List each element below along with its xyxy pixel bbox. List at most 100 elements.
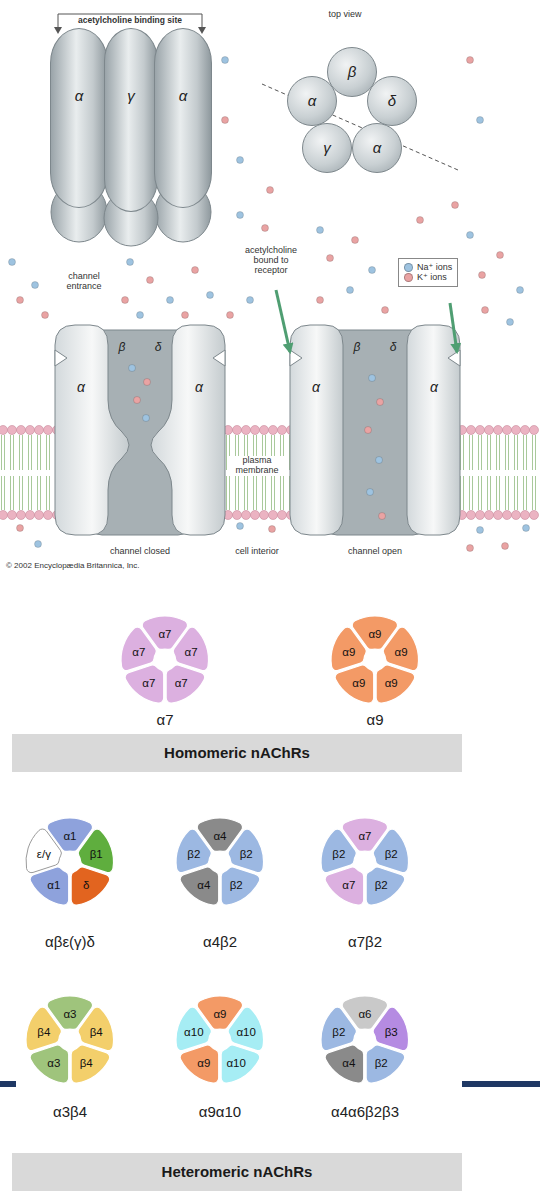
lipid-tail [13, 476, 14, 510]
text-holder: δ [368, 77, 416, 125]
ion [517, 287, 524, 294]
ion [267, 187, 274, 194]
ion [222, 117, 229, 124]
wedge-shape [221, 1045, 260, 1083]
lipid-tail [472, 476, 473, 510]
text-holder: δ [83, 875, 89, 893]
node-text: β4 [90, 1026, 103, 1038]
lipid-tail [499, 435, 500, 470]
lipid-head [467, 426, 476, 435]
ion [207, 292, 214, 299]
acetylcholine-arrow [276, 290, 290, 352]
lipid-head [260, 511, 269, 520]
part-label: β [354, 341, 361, 354]
wedge-shape [376, 665, 415, 703]
node-text: α9α10 [199, 1103, 241, 1120]
receptor-rosette: α7α7α7α7α7α7 [115, 614, 215, 734]
ion [237, 212, 244, 219]
wedge-shape [366, 867, 405, 905]
ion [477, 527, 484, 534]
ion [127, 259, 134, 266]
node-text: β4 [80, 1057, 93, 1069]
text-holder: ε/γ [37, 844, 51, 862]
label-holder: acetylcholine binding site [75, 9, 185, 27]
wedge-shape [176, 829, 211, 873]
channel-subunit [290, 325, 343, 535]
lipid-tail [235, 476, 236, 510]
channel-subunit [407, 325, 460, 535]
text-holder: β2 [240, 844, 253, 862]
subunit-wedge: β4 [68, 1041, 114, 1086]
text-holder: α4 [342, 1053, 355, 1071]
wedge-shape [30, 867, 69, 905]
ion [247, 297, 254, 304]
legend-box: Na⁺ ionsK⁺ ions [398, 258, 458, 287]
lipid-tail [523, 435, 524, 470]
subunit-wedge: α7 [119, 622, 161, 675]
lipid-tail [256, 476, 257, 510]
part-label: acetylcholine bound to receptor [236, 246, 306, 276]
text-holder: α [288, 77, 336, 125]
lipid-tail [280, 476, 281, 510]
lipid-tail [496, 435, 497, 470]
ion [467, 545, 474, 552]
lipid-tail [238, 476, 239, 510]
lipid-tail [31, 435, 32, 470]
node-text: α4α6β2β3 [331, 1103, 399, 1120]
lipid-head [503, 426, 512, 435]
lipid-tail [46, 476, 47, 510]
node-text: α9 [213, 1008, 226, 1020]
lipid-head [278, 511, 287, 520]
text-holder: β2 [375, 875, 388, 893]
slide-bar [0, 1081, 16, 1087]
node-text: α3β4 [53, 1103, 87, 1120]
text-holder: α9 [368, 624, 381, 642]
lipid-tail [496, 476, 497, 510]
text-holder: α [155, 87, 211, 105]
ion [143, 415, 150, 422]
wedge-shape [384, 627, 419, 671]
lipid-tail [31, 476, 32, 510]
lipid-tail [10, 435, 11, 470]
lipid-head [512, 511, 521, 520]
lipid-tail [262, 476, 263, 510]
label-holder: channel entrance [58, 272, 110, 293]
node-text: β2 [375, 1057, 388, 1069]
wedge-shape [79, 829, 114, 873]
part-label: channel entrance [58, 272, 110, 292]
label-holder: © 2002 Encyclopædia Britannica, Inc. [6, 554, 140, 572]
text-holder: α10 [226, 1053, 245, 1071]
subunit-wedge: β2 [363, 863, 409, 908]
category-band: Homomeric nAChRs [12, 734, 462, 772]
lipid-tail [244, 476, 245, 510]
node-text: Heteromeric nAChRs [162, 1163, 313, 1180]
node-text: β2 [187, 848, 200, 860]
text-holder: β1 [90, 844, 103, 862]
lipid-head [35, 426, 44, 435]
lipid-head [260, 426, 269, 435]
wedge-shape [229, 1007, 264, 1051]
lipid-tail [517, 435, 518, 470]
lipid-tail [28, 435, 29, 470]
ion [377, 399, 384, 406]
label-holder: cell interior [234, 540, 280, 558]
wedge-shape [125, 665, 164, 703]
binding-notch [290, 350, 302, 366]
ion [479, 272, 486, 279]
label-holder: α [194, 378, 204, 396]
lipid-tail [535, 476, 536, 510]
wedge-shape [26, 829, 61, 873]
ion [262, 225, 269, 232]
ion [467, 232, 474, 239]
lipid-tail [19, 435, 20, 470]
node-text: α3 [47, 1057, 60, 1069]
text-holder: α7 [115, 711, 215, 729]
lipid-head [278, 426, 287, 435]
node-text: α1 [47, 879, 60, 891]
lipid-tail [19, 476, 20, 510]
text-holder: α7 [358, 826, 371, 844]
text-holder: α9 [385, 673, 398, 691]
text-holder: α7 [142, 673, 155, 691]
wedge-outline [68, 863, 114, 908]
